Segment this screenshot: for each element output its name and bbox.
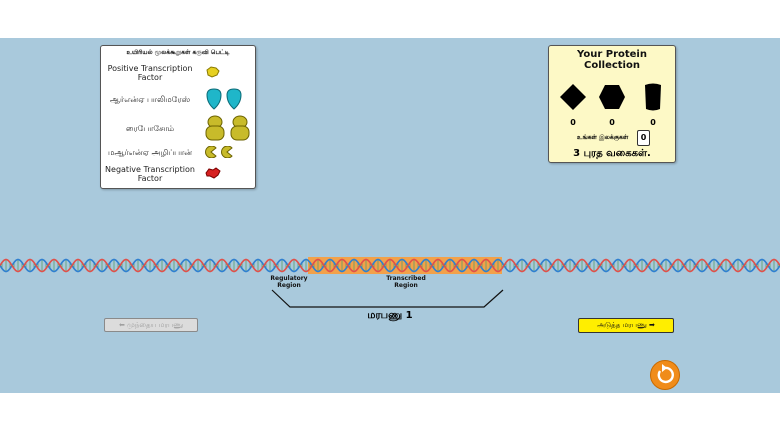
previous-gene-button[interactable]: ⬅ முந்தைய மரபணு bbox=[104, 318, 198, 332]
dna-strand-red bbox=[0, 258, 780, 273]
toolbox-label-rna-polymerase: ஆர்என்ஏ பாலிமரேஸ் bbox=[109, 95, 191, 104]
reset-icon bbox=[657, 364, 674, 384]
next-gene-button[interactable]: அடுத்த மரபணு ➡ bbox=[578, 318, 674, 333]
diamond-protein-count: 0 bbox=[570, 118, 576, 127]
reset-button[interactable] bbox=[650, 360, 680, 390]
hexagon-protein-icon bbox=[599, 85, 625, 109]
toolbox-label-positive-tf: Positive Transcription Factor bbox=[107, 64, 193, 82]
negative-transcription-factor-icon[interactable] bbox=[205, 167, 221, 179]
biomolecule-toolbox: உயிரியல் மூலக்கூறுகள் கருவி பெட்டி Posit… bbox=[100, 45, 256, 189]
protein-types-text: 3 புரத வகைகள். bbox=[573, 148, 651, 159]
dna-strand-blue bbox=[0, 258, 780, 273]
hexagon-protein-count: 0 bbox=[609, 118, 615, 127]
dna-strand bbox=[0, 257, 780, 274]
positive-transcription-factor-icon[interactable] bbox=[205, 66, 221, 78]
gene-name-label: மரபணு 1 bbox=[367, 310, 413, 321]
toolbox-label-ribosome: ரைபோசோம் bbox=[125, 124, 175, 133]
transcribed-region-label: Transcribed Region bbox=[386, 275, 426, 289]
cylinder-protein-icon bbox=[645, 83, 661, 111]
cylinder-protein-count: 0 bbox=[650, 118, 656, 127]
ribosome-icon[interactable] bbox=[205, 114, 251, 142]
toolbox-label-negative-tf: Negative Transcription Factor bbox=[105, 165, 195, 183]
toolbox-title: உயிரியல் மூலக்கூறுகள் கருவி பெட்டி bbox=[126, 49, 230, 56]
protein-collection-panel: Your Protein Collection 0 0 0 உங்கள் இலக… bbox=[548, 45, 676, 163]
mrna-destroyer-icon[interactable] bbox=[205, 146, 235, 158]
diamond-protein-icon bbox=[560, 84, 586, 110]
target-label: உங்கள் இலக்குகள் bbox=[577, 134, 629, 141]
protein-collection-title: Your Protein Collection bbox=[577, 49, 647, 71]
regulatory-region-label: Regulatory Region bbox=[270, 275, 308, 289]
gene-bracket bbox=[271, 289, 504, 308]
simulation-stage: உயிரியல் மூலக்கூறுகள் கருவி பெட்டி Posit… bbox=[0, 38, 780, 393]
toolbox-label-mrna-destroyer: மஆர்என்ஏ அழிப்பான் bbox=[107, 148, 193, 157]
rna-polymerase-icon[interactable] bbox=[205, 88, 245, 110]
target-count-box: 0 bbox=[637, 130, 650, 146]
